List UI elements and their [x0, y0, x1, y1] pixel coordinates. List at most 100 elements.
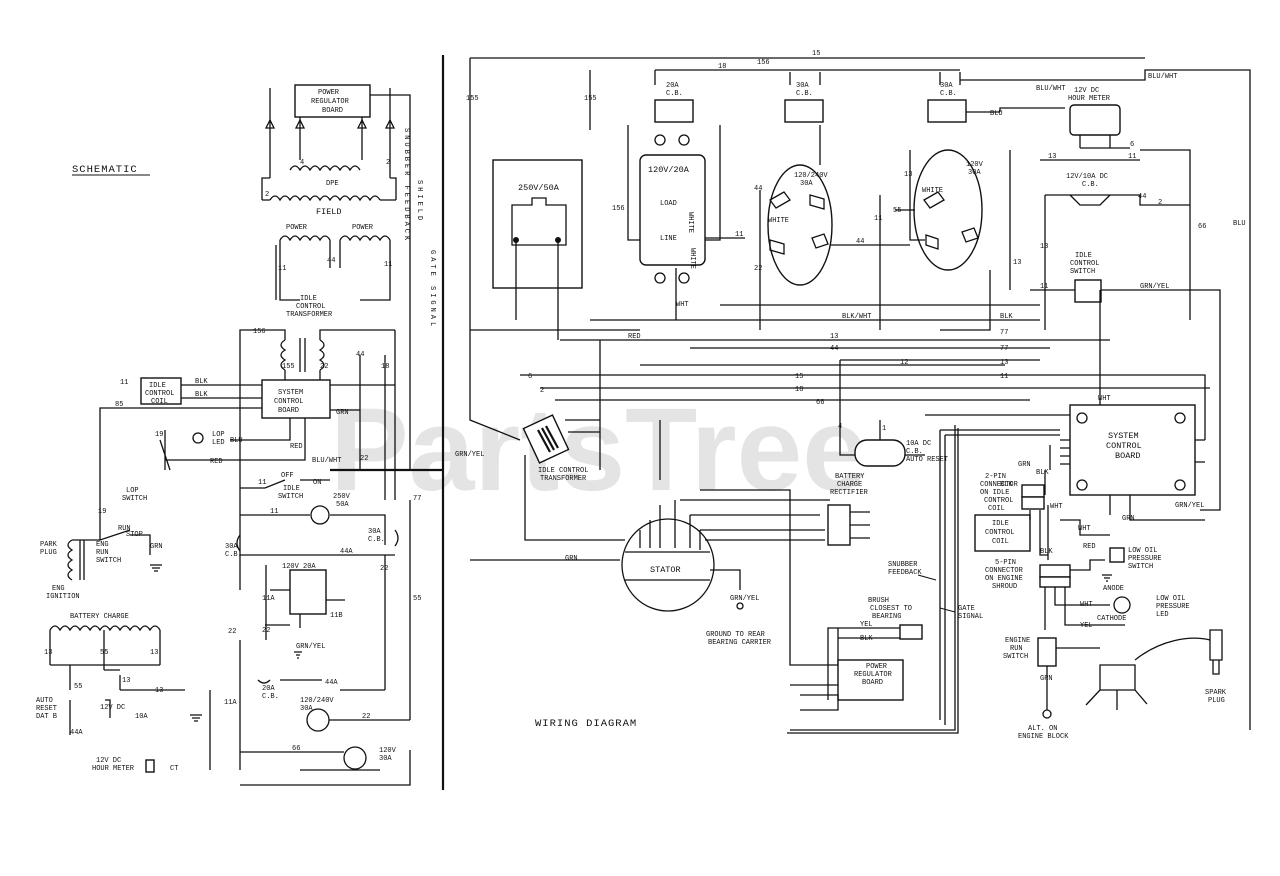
svg-text:11: 11 [874, 215, 882, 223]
svg-text:5-PIN: 5-PIN [995, 559, 1016, 567]
svg-text:RUN: RUN [118, 525, 131, 533]
svg-text:CONTROL: CONTROL [296, 303, 325, 311]
lop-switch [159, 439, 171, 471]
svg-text:BOARD: BOARD [322, 107, 343, 115]
circuit-breakers-30a [236, 529, 399, 552]
svg-text:BLK/WHT: BLK/WHT [842, 313, 871, 321]
svg-text:RECTIFIER: RECTIFIER [830, 489, 869, 497]
svg-text:DAT B: DAT B [36, 713, 57, 721]
svg-text:CATHODE: CATHODE [1097, 615, 1126, 623]
svg-text:COIL: COIL [992, 538, 1009, 546]
svg-text:FEEDBACK: FEEDBACK [888, 569, 922, 577]
svg-text:COIL: COIL [151, 398, 168, 406]
svg-text:TRANSFORMER: TRANSFORMER [540, 475, 587, 483]
svg-text:19: 19 [155, 431, 163, 439]
receptacle-120-240v-30a [767, 164, 833, 286]
field-coil [269, 195, 381, 202]
svg-text:18: 18 [795, 386, 803, 394]
svg-text:POWER: POWER [866, 663, 888, 671]
svg-text:IDLE: IDLE [283, 485, 300, 493]
svg-text:AUTO RESET: AUTO RESET [906, 456, 948, 464]
svg-text:30A: 30A [796, 82, 809, 90]
svg-text:44: 44 [356, 351, 364, 359]
svg-text:12: 12 [900, 359, 908, 367]
svg-text:120V 20A: 120V 20A [282, 563, 316, 571]
svg-text:44A: 44A [325, 679, 338, 687]
svg-text:44: 44 [856, 238, 864, 246]
svg-text:30A: 30A [225, 543, 238, 551]
svg-text:IDLE CONTROL: IDLE CONTROL [538, 467, 588, 475]
svg-text:GRN/YEL: GRN/YEL [730, 595, 759, 603]
svg-text:WHITE: WHITE [768, 217, 789, 225]
svg-text:WHITE: WHITE [922, 187, 943, 195]
svg-text:PLUG: PLUG [1208, 697, 1225, 705]
low-oil-pressure-switch [1109, 547, 1125, 563]
svg-text:PARK: PARK [40, 541, 58, 549]
svg-text:GRN/YEL: GRN/YEL [1140, 283, 1169, 291]
svg-text:CONTROL: CONTROL [984, 497, 1013, 505]
svg-text:85: 85 [115, 401, 123, 409]
svg-text:COIL: COIL [988, 505, 1005, 513]
svg-text:250V/50A: 250V/50A [518, 183, 560, 193]
idle-control-transformer [522, 414, 570, 464]
svg-text:OFF: OFF [281, 472, 294, 480]
svg-text:20A: 20A [262, 685, 275, 693]
svg-text:SWITCH: SWITCH [96, 557, 121, 565]
svg-text:C.B.: C.B. [906, 448, 923, 456]
svg-text:STATOR: STATOR [650, 565, 681, 575]
svg-text:BLK: BLK [860, 635, 873, 643]
svg-text:6: 6 [528, 373, 532, 381]
svg-text:BATTERY CHARGE: BATTERY CHARGE [70, 613, 129, 621]
svg-text:BLU/WHT: BLU/WHT [1036, 85, 1065, 93]
svg-text:2-PIN: 2-PIN [985, 473, 1006, 481]
svg-text:BLK: BLK [1000, 313, 1013, 321]
svg-text:LOP: LOP [126, 487, 139, 495]
svg-text:SWITCH: SWITCH [1070, 268, 1095, 276]
svg-text:77: 77 [1000, 329, 1008, 337]
svg-text:PRESSURE: PRESSURE [1156, 603, 1190, 611]
svg-text:SYSTEM: SYSTEM [278, 389, 303, 397]
svg-text:BEARING: BEARING [872, 613, 901, 621]
svg-text:WHT: WHT [676, 301, 689, 309]
svg-text:11: 11 [120, 379, 128, 387]
svg-text:BATTERY: BATTERY [835, 473, 865, 481]
low-oil-pressure-led [1113, 596, 1131, 614]
svg-text:11: 11 [735, 231, 743, 239]
engine-run-switch [1037, 637, 1057, 667]
connector-5-pin [1039, 564, 1071, 578]
svg-text:WHT: WHT [1078, 525, 1091, 533]
wiring-diagram: WIRING DIAGRAM 15 18 156 155 155 BLU/WHT… [455, 50, 1251, 741]
system-control-board [1069, 404, 1196, 496]
svg-text:44: 44 [327, 257, 335, 265]
svg-text:LOW OIL: LOW OIL [1128, 547, 1157, 555]
svg-text:10A DC: 10A DC [906, 440, 931, 448]
svg-text:ON IDLE: ON IDLE [980, 489, 1009, 497]
svg-text:SYSTEM: SYSTEM [1108, 431, 1139, 441]
svg-text:12V DC: 12V DC [100, 704, 125, 712]
svg-text:YEL: YEL [1080, 622, 1093, 630]
svg-text:20A: 20A [666, 82, 679, 90]
svg-text:CHARGE: CHARGE [837, 481, 862, 489]
svg-text:SWITCH: SWITCH [122, 495, 147, 503]
svg-text:4: 4 [838, 423, 842, 431]
svg-text:POWER: POWER [318, 89, 340, 97]
svg-text:IDLE: IDLE [300, 295, 317, 303]
svg-text:66: 66 [1198, 223, 1206, 231]
svg-text:15: 15 [812, 50, 820, 58]
svg-text:155: 155 [282, 363, 295, 371]
svg-text:RUN: RUN [96, 549, 109, 557]
svg-text:12V/10A DC: 12V/10A DC [1066, 173, 1108, 181]
svg-text:11: 11 [384, 261, 392, 269]
svg-text:11: 11 [1040, 283, 1048, 291]
svg-text:55: 55 [74, 683, 82, 691]
svg-text:GATE: GATE [958, 605, 975, 613]
svg-text:44: 44 [1138, 193, 1146, 201]
svg-text:BLU: BLU [230, 437, 243, 445]
svg-text:50A: 50A [336, 501, 349, 509]
svg-text:55: 55 [100, 649, 108, 657]
svg-text:77: 77 [1000, 345, 1008, 353]
svg-text:22: 22 [380, 565, 388, 573]
svg-text:11A: 11A [262, 595, 275, 603]
lop-led [192, 432, 204, 444]
svg-text:RED: RED [210, 458, 223, 466]
